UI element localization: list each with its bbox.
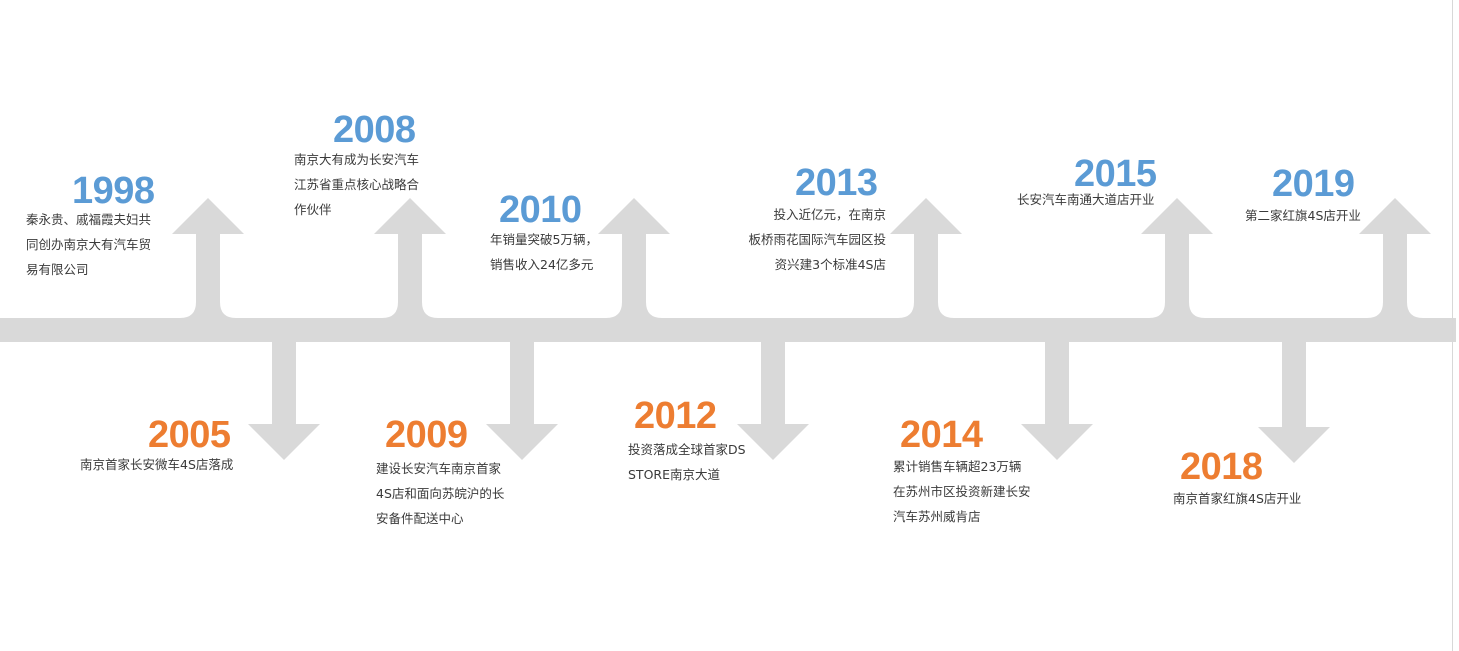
desc-line: 南京首家红旗4S店开业: [1173, 491, 1302, 506]
desc-line: 汽车苏州威肯店: [893, 509, 981, 524]
desc-line: 秦永贵、戚福霞夫妇共: [26, 212, 152, 227]
desc-line: 作伙伴: [294, 202, 332, 217]
arrow-down-2009: [486, 340, 558, 460]
timeline-band: [0, 318, 1456, 342]
desc-line: 在苏州市区投资新建长安: [893, 484, 1031, 499]
year-2010: 2010: [499, 189, 582, 231]
desc-line: 建设长安汽车南京首家: [376, 461, 502, 476]
arrow-up-2010: [598, 198, 670, 318]
arrow-down-2005: [248, 340, 320, 460]
desc-2008: 南京大有成为长安汽车 江苏省重点核心战略合 作伙伴: [294, 147, 419, 222]
desc-2010: 年销量突破5万辆， 销售收入24亿多元: [490, 227, 598, 277]
desc-line: 年销量突破5万辆，: [490, 232, 598, 247]
desc-line: 销售收入24亿多元: [490, 257, 594, 272]
desc-2015: 长安汽车南通大道店开业: [1017, 187, 1155, 212]
desc-line: 第二家红旗4S店开业: [1245, 208, 1361, 223]
year-1998: 1998: [72, 170, 155, 212]
desc-2018: 南京首家红旗4S店开业: [1173, 486, 1301, 511]
arrow-down-2018: [1258, 340, 1330, 463]
arrow-up-2008: [374, 198, 446, 318]
arrow-up-2019: [1359, 198, 1431, 318]
year-2014: 2014: [900, 414, 983, 456]
desc-line: 4S店和面向苏皖沪的长: [376, 486, 505, 501]
arrow-up-2015: [1141, 198, 1213, 318]
desc-line: 同创办南京大有汽车贸: [26, 237, 152, 252]
year-2008: 2008: [333, 109, 416, 151]
arrow-down-2012: [737, 340, 809, 460]
year-2019: 2019: [1272, 163, 1355, 205]
desc-line: 易有限公司: [26, 262, 89, 277]
year-2018: 2018: [1180, 446, 1263, 488]
desc-1998: 秦永贵、戚福霞夫妇共 同创办南京大有汽车贸 易有限公司: [26, 207, 151, 282]
desc-2013: 投入近亿元，在南京 板桥雨花国际汽车园区投 资兴建3个标准4S店: [733, 202, 886, 277]
desc-line: 投入近亿元，在南京: [773, 207, 886, 222]
year-2013: 2013: [795, 162, 878, 204]
desc-2005: 南京首家长安微车4S店落成: [80, 452, 233, 477]
desc-line: 长安汽车南通大道店开业: [1017, 192, 1155, 207]
year-2005: 2005: [148, 414, 231, 456]
year-2015: 2015: [1074, 153, 1157, 195]
desc-2009: 建设长安汽车南京首家 4S店和面向苏皖沪的长 安备件配送中心: [376, 456, 504, 531]
right-edge-divider: [1452, 0, 1453, 651]
desc-line: 南京首家长安微车4S店落成: [80, 457, 234, 472]
year-2009: 2009: [385, 414, 468, 456]
desc-line: 资兴建3个标准4S店: [774, 257, 886, 272]
desc-2019: 第二家红旗4S店开业: [1245, 203, 1361, 228]
arrow-up-2013: [890, 198, 962, 318]
desc-line: 南京大有成为长安汽车: [294, 152, 420, 167]
desc-line: 江苏省重点核心战略合: [294, 177, 420, 192]
arrow-down-2014: [1021, 340, 1093, 460]
desc-line: 安备件配送中心: [376, 511, 464, 526]
desc-line: STORE南京大道: [628, 467, 720, 482]
year-2012: 2012: [634, 395, 717, 437]
arrow-up-1998: [172, 198, 244, 318]
desc-2012: 投资落成全球首家DS STORE南京大道: [628, 437, 746, 487]
desc-line: 投资落成全球首家DS: [628, 442, 746, 457]
desc-line: 累计销售车辆超23万辆: [893, 459, 1022, 474]
desc-2014: 累计销售车辆超23万辆 在苏州市区投资新建长安 汽车苏州威肯店: [893, 454, 1031, 529]
desc-line: 板桥雨花国际汽车园区投: [748, 232, 886, 247]
